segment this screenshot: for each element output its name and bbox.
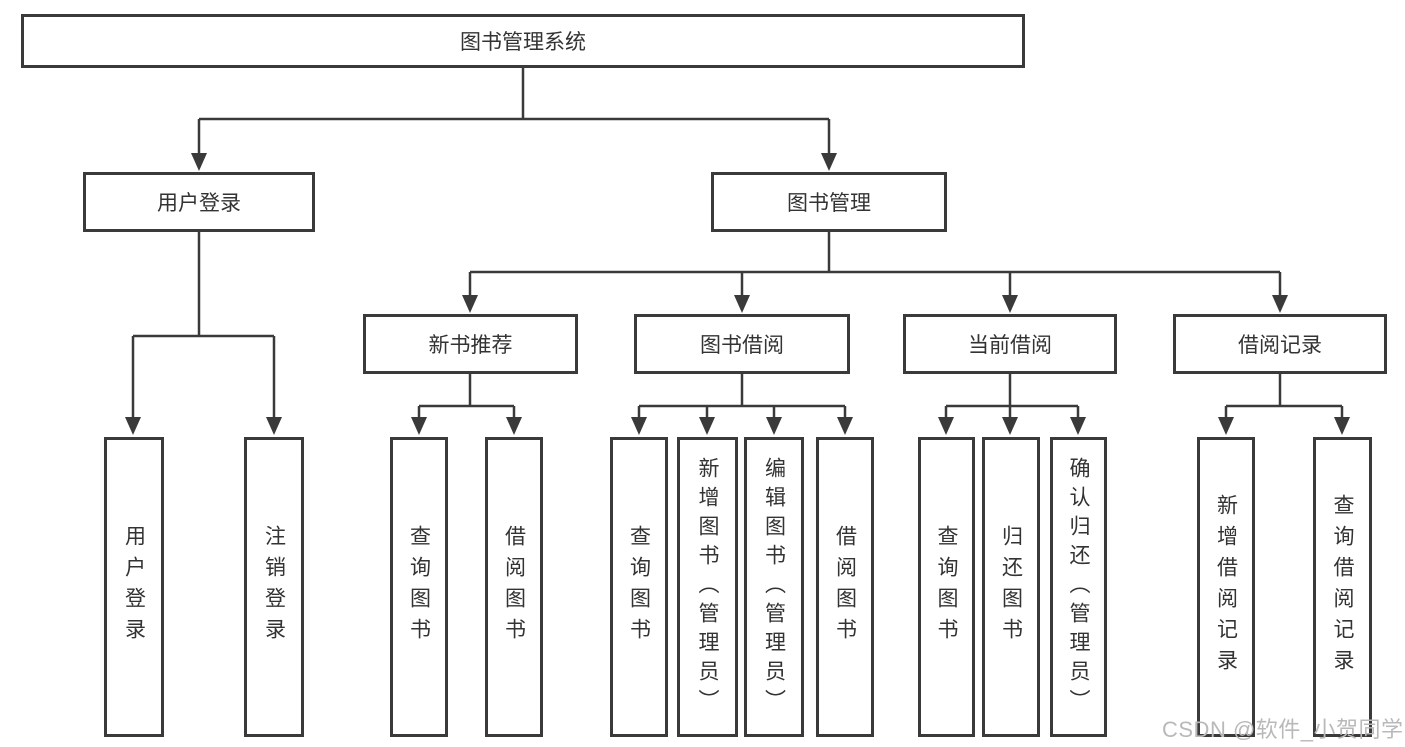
- leaf-logout: 注销登录: [244, 437, 304, 737]
- node-new-book-recommend: 新书推荐: [363, 314, 578, 374]
- node-label: 借阅图书: [833, 525, 857, 649]
- node-book-management: 图书管理: [711, 172, 947, 232]
- leaf-edit-books-admin: 编辑图书（管理员）: [744, 437, 804, 737]
- node-label: 查询借阅记录: [1331, 494, 1354, 680]
- node-user-login: 用户登录: [83, 172, 315, 232]
- node-current-borrow: 当前借阅: [903, 314, 1117, 374]
- node-book-borrow: 图书借阅: [634, 314, 850, 374]
- node-label: 确认归还（管理员）: [1067, 456, 1090, 718]
- node-library-system: 图书管理系统: [21, 14, 1025, 68]
- node-label: 借阅记录: [1238, 334, 1322, 357]
- node-label: 新书推荐: [428, 334, 513, 357]
- leaf-query-books-current: 查询图书: [918, 437, 975, 737]
- node-label: 借阅图书: [502, 525, 526, 649]
- node-label: 新增借阅记录: [1214, 494, 1238, 680]
- node-label: 图书借阅: [700, 334, 784, 357]
- leaf-query-books-recommend: 查询图书: [390, 437, 448, 737]
- node-label: 用户登录: [122, 525, 146, 649]
- node-label: 归还图书: [999, 525, 1023, 649]
- leaf-user-login: 用户登录: [104, 437, 164, 737]
- arrowheads: [125, 153, 1350, 435]
- leaf-query-borrow-record: 查询借阅记录: [1313, 437, 1372, 737]
- node-label: 用户登录: [157, 192, 241, 215]
- node-label: 图书管理系统: [460, 31, 586, 54]
- csdn-watermark: CSDN @软件_小贺同学: [1162, 717, 1404, 742]
- leaf-return-books: 归还图书: [982, 437, 1040, 737]
- node-label: 注销登录: [262, 525, 286, 649]
- leaf-confirm-return-admin: 确认归还（管理员）: [1050, 437, 1107, 737]
- node-label: 查询图书: [935, 525, 958, 649]
- node-label: 当前借阅: [968, 334, 1052, 357]
- leaf-add-borrow-record: 新增借阅记录: [1197, 437, 1255, 737]
- leaf-add-books-admin: 新增图书（管理员）: [677, 437, 738, 737]
- node-label: 新增图书（管理员）: [696, 456, 719, 718]
- node-label: 图书管理: [787, 192, 871, 215]
- node-label: 查询图书: [627, 525, 651, 649]
- leaf-query-books-borrow: 查询图书: [610, 437, 668, 737]
- leaf-borrow-books-recommend: 借阅图书: [485, 437, 543, 737]
- node-label: 编辑图书（管理员）: [762, 456, 786, 718]
- node-label: 查询图书: [407, 525, 431, 649]
- leaf-borrow-books: 借阅图书: [816, 437, 874, 737]
- node-borrow-records: 借阅记录: [1173, 314, 1387, 374]
